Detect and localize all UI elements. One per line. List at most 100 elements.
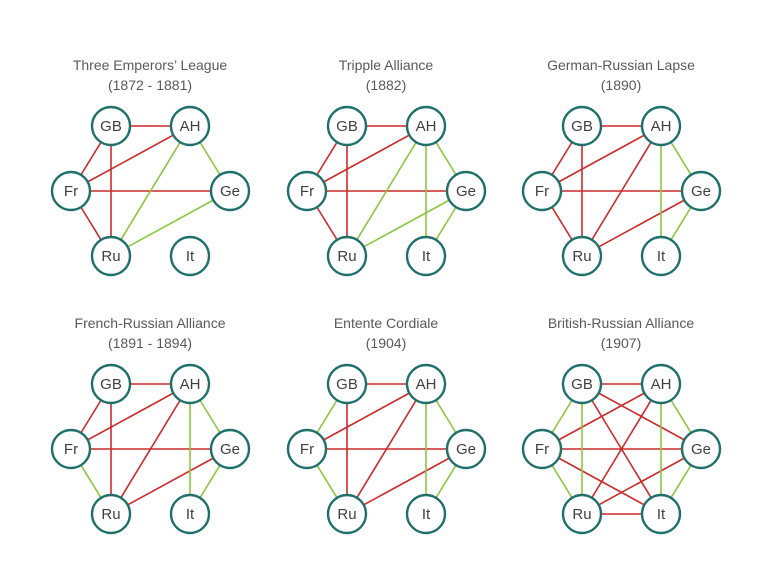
node-circle [405, 235, 447, 277]
edge-ah-ru-hostile [581, 383, 662, 515]
node-gb: GB [326, 105, 368, 147]
node-it: It [169, 235, 211, 277]
edge-ah-ru-hostile [581, 125, 662, 257]
node-ah: AH [169, 105, 211, 147]
node-circle [680, 170, 722, 212]
node-ah: AH [405, 363, 447, 405]
node-circle [640, 493, 682, 535]
node-ru: Ru [326, 235, 368, 277]
node-ge: Ge [680, 170, 722, 212]
node-circle [445, 170, 487, 212]
edges [306, 125, 467, 257]
edge-ah-fr-hostile [70, 383, 191, 450]
panel-subtitle: (1882) [366, 77, 406, 93]
node-circle [286, 428, 328, 470]
node-gb: GB [326, 363, 368, 405]
node-circle [90, 363, 132, 405]
node-circle [561, 363, 603, 405]
panel-subtitle: (1907) [601, 335, 641, 351]
node-ge: Ge [680, 428, 722, 470]
edge-ge-ru-hostile [581, 448, 702, 515]
node-circle [521, 428, 563, 470]
node-ge: Ge [445, 170, 487, 212]
node-label: Ge [456, 441, 476, 458]
node-ah: AH [640, 105, 682, 147]
node-label: AH [416, 118, 437, 135]
node-label: Ge [220, 441, 240, 458]
edges [70, 125, 231, 257]
panel-title: Three Emperors’ League [73, 57, 228, 73]
panel-title: German-Russian Lapse [547, 57, 695, 73]
node-label: Fr [535, 183, 549, 200]
node-fr: Fr [50, 428, 92, 470]
node-circle [640, 235, 682, 277]
node-fr: Fr [521, 428, 563, 470]
node-label: AH [416, 376, 437, 393]
node-circle [209, 428, 251, 470]
node-label: It [186, 248, 195, 265]
node-label: AH [651, 118, 672, 135]
node-circle [561, 235, 603, 277]
node-circle [169, 363, 211, 405]
node-circle [169, 493, 211, 535]
panel-title: French-Russian Alliance [75, 315, 226, 331]
edges [70, 383, 231, 515]
node-ru: Ru [561, 493, 603, 535]
edge-ge-ru-hostile [346, 448, 467, 515]
edge-ah-fr-hostile [306, 383, 427, 450]
node-label: AH [651, 376, 672, 393]
edge-ge-ru-friendly [110, 190, 231, 257]
node-circle [90, 105, 132, 147]
node-fr: Fr [521, 170, 563, 212]
node-ge: Ge [209, 428, 251, 470]
node-fr: Fr [286, 170, 328, 212]
node-circle [561, 493, 603, 535]
node-circle [326, 363, 368, 405]
edge-ah-fr-hostile [70, 125, 191, 192]
node-ru: Ru [326, 493, 368, 535]
node-label: Fr [64, 441, 78, 458]
node-circle [680, 428, 722, 470]
node-label: Fr [300, 183, 314, 200]
panel-1: Three Emperors’ League (1872 - 1881) GB AH F… [50, 57, 251, 277]
node-label: Ru [572, 248, 591, 265]
node-it: It [405, 493, 447, 535]
node-gb: GB [90, 363, 132, 405]
edge-ah-fr-hostile [541, 383, 662, 450]
node-label: GB [336, 118, 358, 135]
node-label: It [186, 506, 195, 523]
node-circle [326, 235, 368, 277]
node-circle [640, 363, 682, 405]
node-label: Fr [535, 441, 549, 458]
edge-ah-fr-hostile [541, 125, 662, 192]
node-label: It [657, 506, 666, 523]
node-it: It [640, 235, 682, 277]
node-it: It [169, 493, 211, 535]
edges [541, 125, 702, 257]
node-label: Fr [64, 183, 78, 200]
node-label: It [422, 248, 431, 265]
node-circle [326, 493, 368, 535]
edge-ge-ru-friendly [346, 190, 467, 257]
node-it: It [640, 493, 682, 535]
node-label: GB [571, 118, 593, 135]
node-label: Ru [337, 506, 356, 523]
panel-subtitle: (1904) [366, 335, 406, 351]
node-ru: Ru [561, 235, 603, 277]
node-ge: Ge [209, 170, 251, 212]
node-label: AH [180, 376, 201, 393]
edge-fr-it-hostile [541, 448, 662, 515]
node-label: It [657, 248, 666, 265]
node-gb: GB [561, 363, 603, 405]
node-label: It [422, 506, 431, 523]
node-circle [50, 170, 92, 212]
node-circle [326, 105, 368, 147]
node-label: GB [100, 118, 122, 135]
node-circle [169, 105, 211, 147]
panel-subtitle: (1872 - 1881) [108, 77, 192, 93]
panel-subtitle: (1890) [601, 77, 641, 93]
node-circle [405, 105, 447, 147]
